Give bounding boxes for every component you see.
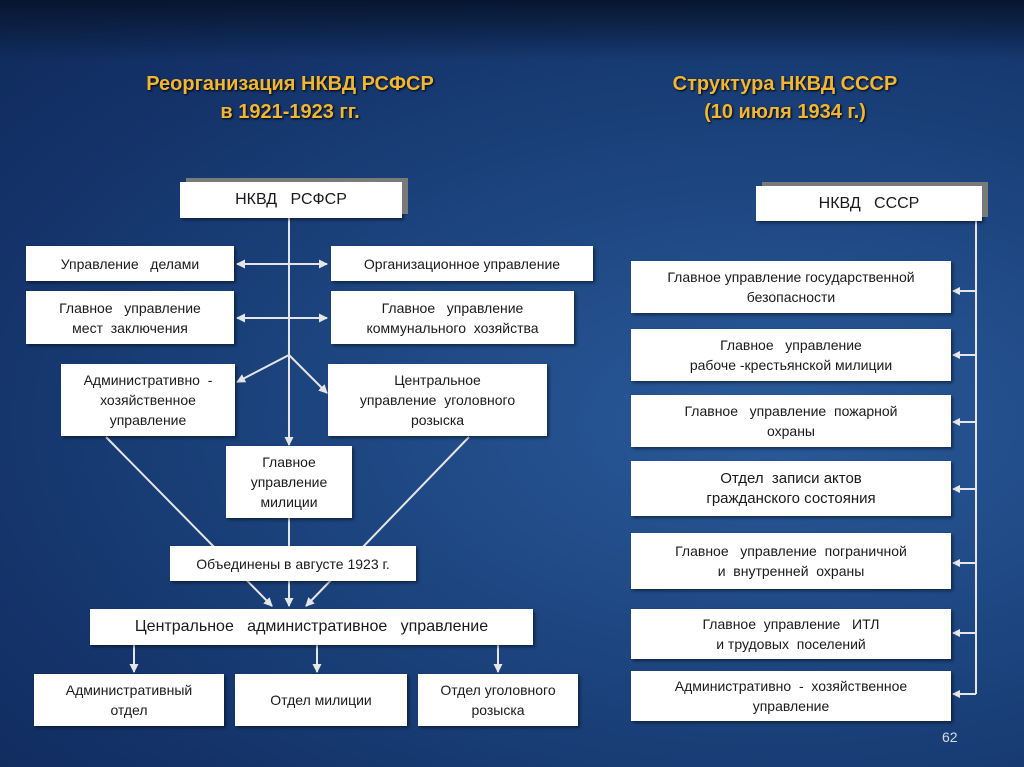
gu-mest-zaklyucheniya-box: Главное управление мест заключения <box>26 291 234 344</box>
right-title-line2: (10 июля 1934 г.) <box>704 101 866 123</box>
right-item-line1: Главное управление ИТЛ <box>702 616 880 632</box>
right-item-gupvo: Главное управление пограничной и внутрен… <box>631 533 951 589</box>
top-band <box>0 0 1024 60</box>
right-item-line1: Главное управление государственной <box>667 269 915 285</box>
gum-line1: Главное <box>262 454 316 470</box>
right-item-line2: управление <box>752 698 830 714</box>
gu-komm-line1: Главное управление <box>381 299 524 316</box>
nkvd-sssr-box: НКВД СССР <box>756 186 982 221</box>
gu-komm-line2: коммунального хозяйства <box>366 319 539 336</box>
otdel-ugol-line2: розыска <box>471 702 525 718</box>
right-item-line2: безопасности <box>746 289 836 305</box>
adm-hoz-line3: управление <box>109 412 187 428</box>
right-item-ahu: Административно - хозяйственное управлен… <box>631 671 951 721</box>
gu-mest-line1: Главное управление <box>59 299 201 316</box>
nkvd-rsfsr-box: НКВД РСФСР <box>180 182 402 218</box>
right-item-line2: и трудовых поселений <box>716 636 866 652</box>
adm-hoz-upravlenie-box: Административно - хозяйственное управлен… <box>61 364 235 436</box>
tsur-box: Центральное управление уголовного розыск… <box>328 364 547 436</box>
left-title-line2: в 1921-1923 гг. <box>220 101 360 123</box>
adm-otdel-line1: Административный <box>65 682 193 698</box>
right-item-line2: охраны <box>767 423 815 439</box>
merged-label-box: Объединены в августе 1923 г. <box>170 546 416 581</box>
right-title-line1: Структура НКВД СССР <box>672 73 898 95</box>
right-title: Структура НКВД СССР (10 июля 1934 г.) <box>620 70 950 126</box>
right-item-line1: Главное управление пожарной <box>684 403 898 419</box>
right-item-line1: Главное управление пограничной <box>675 543 907 559</box>
tsur-line2: управление уголовного <box>359 392 516 408</box>
gu-milicii-box: Главное управление милиции <box>226 446 352 518</box>
page-number: 62 <box>942 729 958 745</box>
left-title: Реорганизация НКВД РСФСР в 1921-1923 гг. <box>100 70 480 126</box>
gu-mest-line2: мест заключения <box>72 319 188 336</box>
adm-hoz-line2: хозяйственное <box>100 392 196 408</box>
otdel-milicii-box: Отдел милиции <box>235 674 407 726</box>
upravlenie-delami-box: Управление делами <box>26 246 234 281</box>
right-item-line2: рабоче -крестьянской милиции <box>689 357 893 373</box>
left-title-line1: Реорганизация НКВД РСФСР <box>146 73 434 95</box>
right-item-line2: и внутренней охраны <box>717 563 865 579</box>
gum-line2: управление <box>250 474 328 490</box>
right-item-line2: гражданского состояния <box>706 489 876 507</box>
right-item-line1: Отдел записи актов <box>720 469 862 487</box>
adm-hoz-line1: Административно - <box>83 372 213 388</box>
right-item-zags: Отдел записи актов гражданского состояни… <box>631 461 951 516</box>
gu-kommunalnogo-box: Главное управление коммунального хозяйст… <box>331 291 574 344</box>
right-item-gugb: Главное управление государственной безоп… <box>631 261 951 313</box>
adm-otdel-box: Административный отдел <box>34 674 224 726</box>
tsur-line1: Центральное <box>394 372 481 388</box>
otdel-ugol-line1: Отдел уголовного <box>440 682 556 698</box>
central-adm-upravlenie-box: Центральное административное управление <box>90 609 533 645</box>
org-upravlenie-box: Организационное управление <box>331 246 593 281</box>
gum-line3: милиции <box>260 494 318 510</box>
adm-otdel-line2: отдел <box>110 702 148 718</box>
tsur-line3: розыска <box>410 412 465 428</box>
right-item-line1: Административно - хозяйственное <box>674 678 908 694</box>
otdel-ugol-rozyska-box: Отдел уголовного розыска <box>418 674 578 726</box>
right-item-gurkm: Главное управление рабоче -крестьянской … <box>631 329 951 381</box>
right-item-gulag: Главное управление ИТЛ и трудовых поселе… <box>631 609 951 659</box>
right-item-line1: Главное управление <box>720 337 862 353</box>
right-item-gupo: Главное управление пожарной охраны <box>631 395 951 447</box>
